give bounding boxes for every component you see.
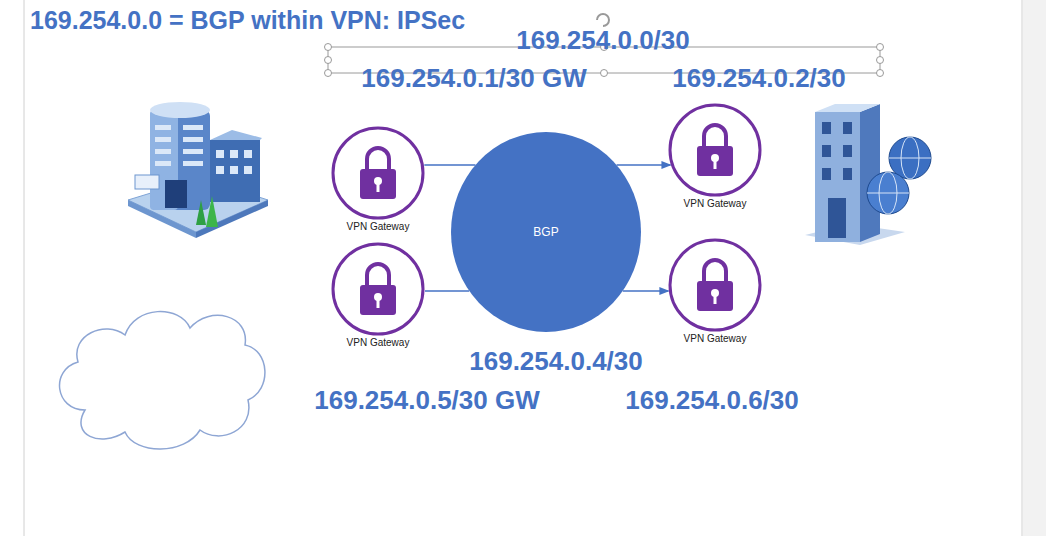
vpn-gateway: VPN Gateway [331,126,425,220]
gateway-label: VPN Gateway [347,221,410,233]
address-label: 169.254.0.1/30 GW [361,63,586,93]
office-building [128,102,268,238]
diagram-title: 169.254.0.0 = BGP within VPN: IPSec [30,5,465,35]
gateway-label: VPN Gateway [684,198,747,210]
vpn-gateway: VPN Gateway [668,103,762,197]
cloud-shape [60,312,265,449]
connector-arrow [424,164,475,166]
connector-arrow [623,290,669,292]
gateway-circle [331,242,425,336]
gateway-circle [668,238,762,332]
address-label: 169.254.0.0/30 [516,25,690,55]
address-label: 169.254.0.4/30 [469,346,643,376]
gateway-circle [668,103,762,197]
bgp-label: BGP [451,132,641,332]
vpn-gateway: VPN Gateway [331,242,425,336]
address-label: 169.254.0.2/30 [672,63,846,93]
connector-arrow [425,290,469,292]
gateway-label: VPN Gateway [684,333,747,345]
vpn-gateway: VPN Gateway [668,238,762,332]
address-label: 169.254.0.5/30 GW [314,385,539,415]
gateway-circle [331,126,425,220]
gateway-label: VPN Gateway [347,337,410,349]
address-label: 169.254.0.6/30 [625,385,799,415]
bgp-node: BGP [451,132,641,332]
connector-arrow [617,164,671,166]
server-building [805,104,931,245]
